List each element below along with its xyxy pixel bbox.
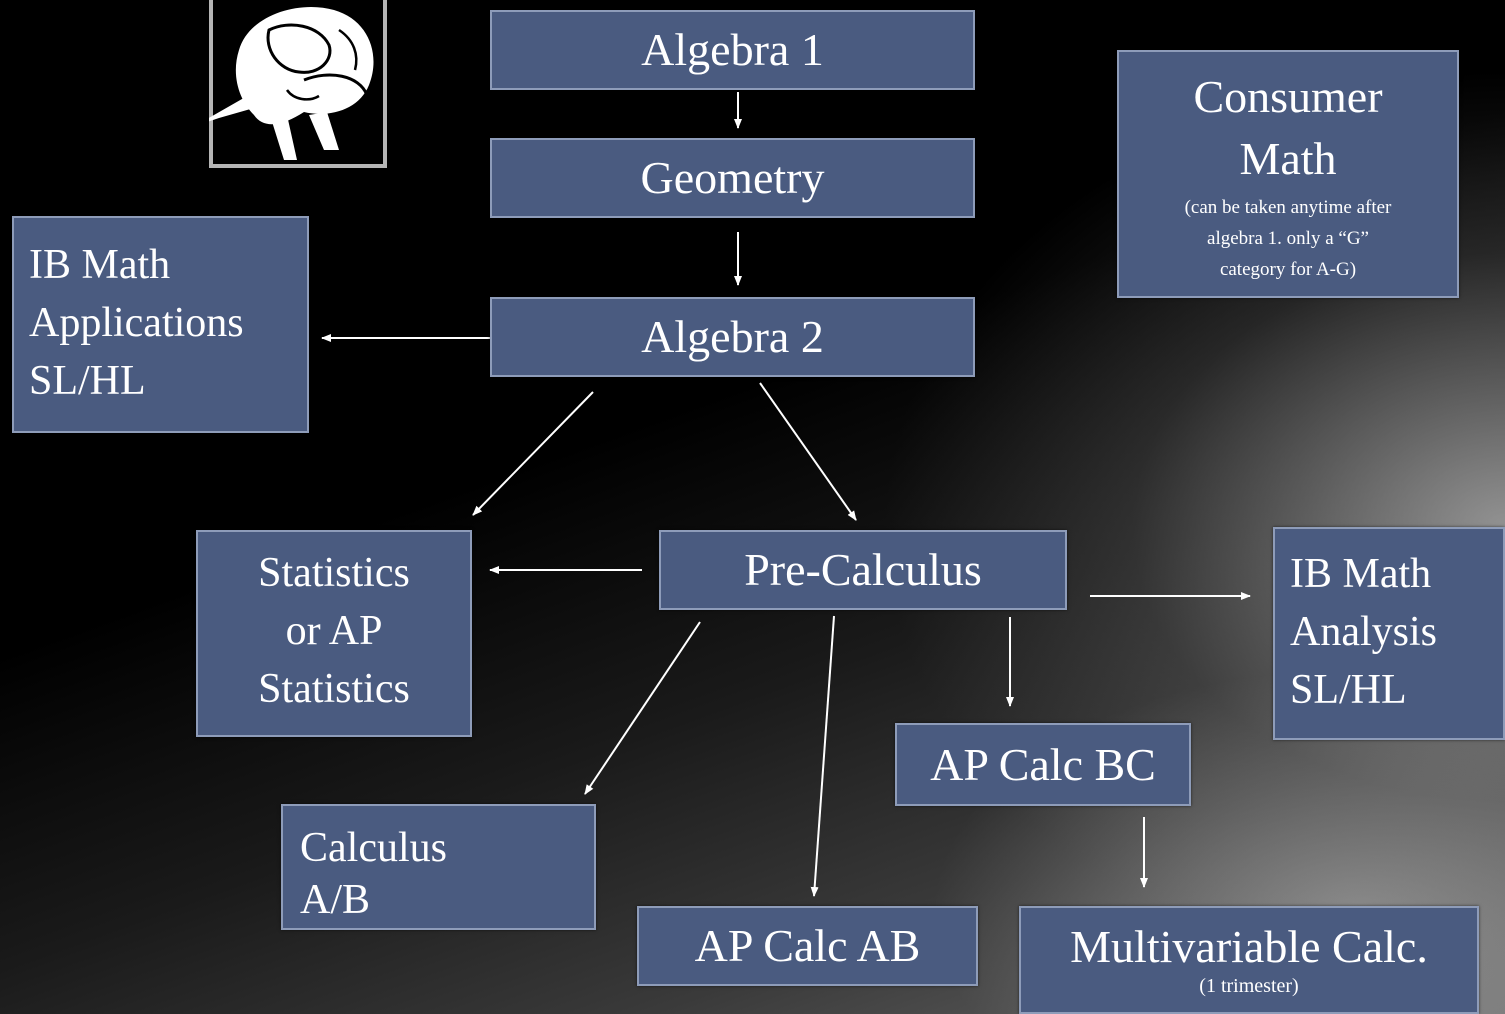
node-label-line: SL/HL	[29, 358, 146, 404]
node-label-line: or AP	[285, 608, 383, 654]
node-label-line: Calculus	[300, 825, 447, 871]
node-algebra-2: Algebra 2	[490, 297, 975, 377]
node-calculus-ab: Calculus A/B	[281, 804, 596, 930]
archer-logo-icon	[209, 0, 387, 168]
node-ib-math-analysis: IB Math Analysis SL/HL	[1273, 527, 1505, 740]
node-label: Algebra 2	[641, 311, 824, 362]
node-label: Pre-Calculus	[744, 544, 982, 595]
node-label-line: Applications	[29, 300, 244, 346]
node-ap-calc-bc: AP Calc BC	[895, 723, 1191, 806]
arrow-algebra2-statistics	[472, 391, 594, 516]
node-note-line: algebra 1. only a “G”	[1207, 228, 1369, 249]
node-algebra-1: Algebra 1	[490, 10, 975, 90]
node-label: Algebra 1	[641, 24, 824, 75]
node-statistics: Statistics or AP Statistics	[196, 530, 472, 737]
node-label: Multivariable Calc.	[1070, 921, 1428, 972]
node-ib-math-applications: IB Math Applications SL/HL	[12, 216, 309, 433]
node-label-line: IB Math	[29, 242, 171, 288]
node-note-line: (can be taken anytime after	[1184, 197, 1392, 218]
arrow-precalculus-ap-calc-ab	[810, 615, 835, 897]
node-note-line: category for A-G)	[1219, 259, 1357, 280]
node-label-line: Analysis	[1290, 609, 1437, 655]
node-multivariable-calc: Multivariable Calc. (1 trimester)	[1019, 906, 1479, 1014]
node-label-line: Consumer	[1193, 71, 1383, 122]
node-label-line: SL/HL	[1290, 667, 1407, 713]
node-label-line: A/B	[300, 877, 371, 923]
node-label-line: IB Math	[1290, 551, 1432, 597]
node-note: (1 trimester)	[1199, 975, 1299, 997]
node-label: AP Calc AB	[694, 920, 921, 971]
arrow-precalculus-calculus-ab	[584, 621, 701, 795]
arrow-algebra2-precalculus	[759, 382, 857, 521]
node-pre-calculus: Pre-Calculus	[659, 530, 1067, 610]
node-label-line: Statistics	[258, 550, 410, 596]
node-label-line: Math	[1239, 133, 1337, 184]
node-consumer-math: Consumer Math (can be taken anytime afte…	[1117, 50, 1459, 298]
node-label: Geometry	[640, 152, 825, 203]
node-ap-calc-ab: AP Calc AB	[637, 906, 978, 986]
node-geometry: Geometry	[490, 138, 975, 218]
node-label: AP Calc BC	[930, 738, 1156, 790]
node-label-line: Statistics	[258, 666, 410, 712]
